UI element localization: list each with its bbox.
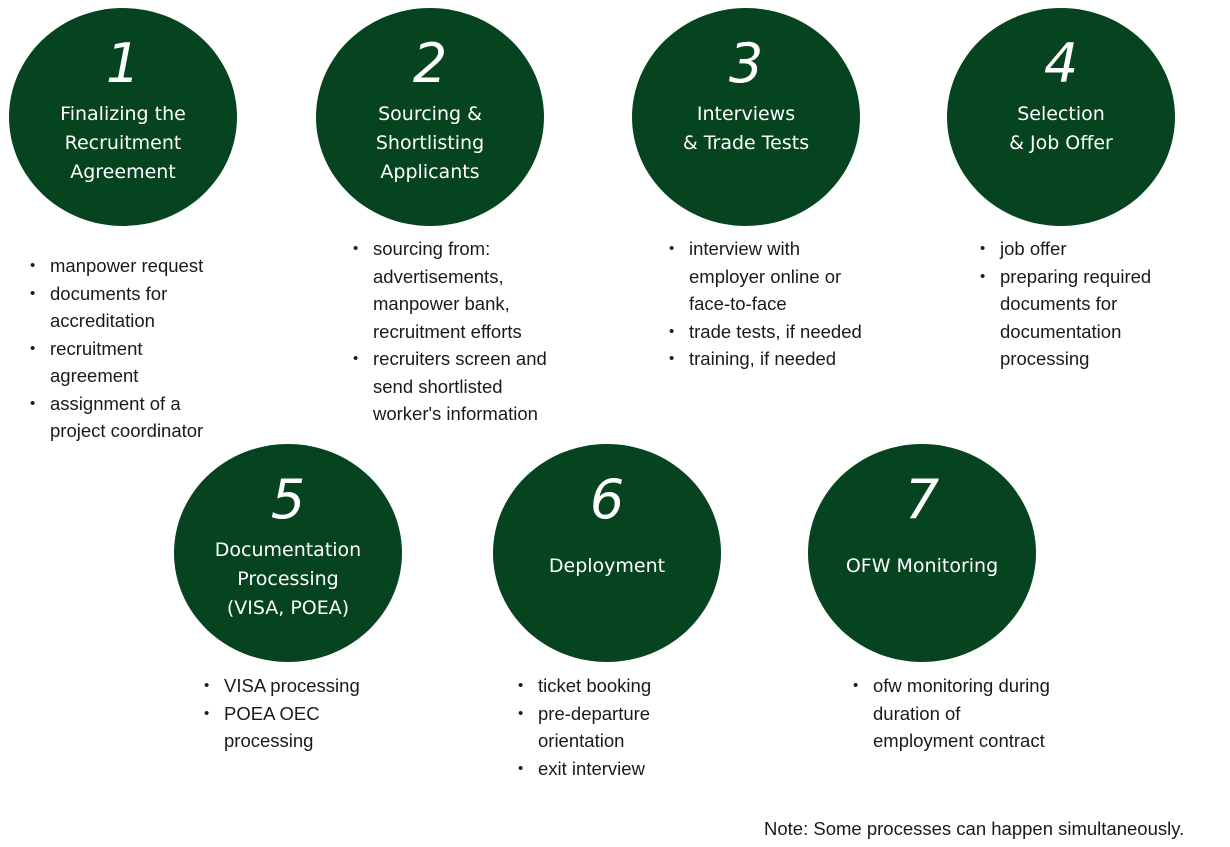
list-item: ofw monitoring during duration of employ… [853, 672, 1053, 755]
step-5-list: VISA processingPOEA OEC processing [204, 672, 404, 755]
list-item: assignment of a project coordinator [30, 390, 230, 445]
list-item: recruiters screen and send shortlisted w… [353, 345, 553, 428]
list-item: ticket booking [518, 672, 718, 700]
step-7-number: 7 [904, 468, 940, 531]
step-6-title: Deployment [548, 555, 666, 577]
step-4-number: 4 [1043, 32, 1079, 95]
list-item: training, if needed [669, 345, 869, 373]
step-4-list: job offerpreparing required documents fo… [980, 235, 1180, 373]
list-item: sourcing from: advertisements, manpower … [353, 235, 553, 345]
list-item: exit interview [518, 755, 718, 783]
step-6-number: 6 [589, 468, 625, 531]
step-3-circle: 3 Interviews & Trade Tests [632, 8, 860, 226]
step-7-list: ofw monitoring during duration of employ… [853, 672, 1053, 755]
step-2-list: sourcing from: advertisements, manpower … [353, 235, 553, 428]
step-2-title: Sourcing & Shortlisting Applicants [375, 103, 485, 183]
footnote: Note: Some processes can happen simultan… [764, 818, 1185, 839]
list-item: preparing required documents for documen… [980, 263, 1180, 373]
list-item: trade tests, if needed [669, 318, 869, 346]
step-2-number: 2 [412, 32, 448, 95]
step-1-circle: 1 Finalizing the Recruitment Agreement [9, 8, 237, 226]
step-5-circle: 5 Documentation Processing (VISA, POEA) [174, 444, 402, 662]
step-6-circle: 6 Deployment [493, 444, 721, 662]
step-6-list: ticket bookingpre-departure orientatione… [518, 672, 718, 782]
step-1-list: manpower requestdocuments for accreditat… [30, 252, 230, 445]
step-2-circle: 2 Sourcing & Shortlisting Applicants [316, 8, 544, 226]
step-3-list: interview with employer online or face-t… [669, 235, 869, 373]
step-7-title: OFW Monitoring [845, 555, 999, 577]
step-5-title: Documentation Processing (VISA, POEA) [214, 539, 362, 619]
step-3-number: 3 [728, 32, 764, 95]
step-3-title: Interviews & Trade Tests [682, 103, 810, 154]
list-item: interview with employer online or face-t… [669, 235, 869, 318]
list-item: recruitment agreement [30, 335, 230, 390]
step-1-number: 1 [105, 32, 141, 95]
list-item: pre-departure orientation [518, 700, 718, 755]
step-7-circle: 7 OFW Monitoring [808, 444, 1036, 662]
step-1-title: Finalizing the Recruitment Agreement [60, 103, 186, 183]
list-item: manpower request [30, 252, 230, 280]
list-item: documents for accreditation [30, 280, 230, 335]
step-5-number: 5 [270, 468, 306, 531]
list-item: POEA OEC processing [204, 700, 404, 755]
step-4-title: Selection & Job Offer [1009, 103, 1113, 154]
step-4-circle: 4 Selection & Job Offer [947, 8, 1175, 226]
list-item: job offer [980, 235, 1180, 263]
list-item: VISA processing [204, 672, 404, 700]
